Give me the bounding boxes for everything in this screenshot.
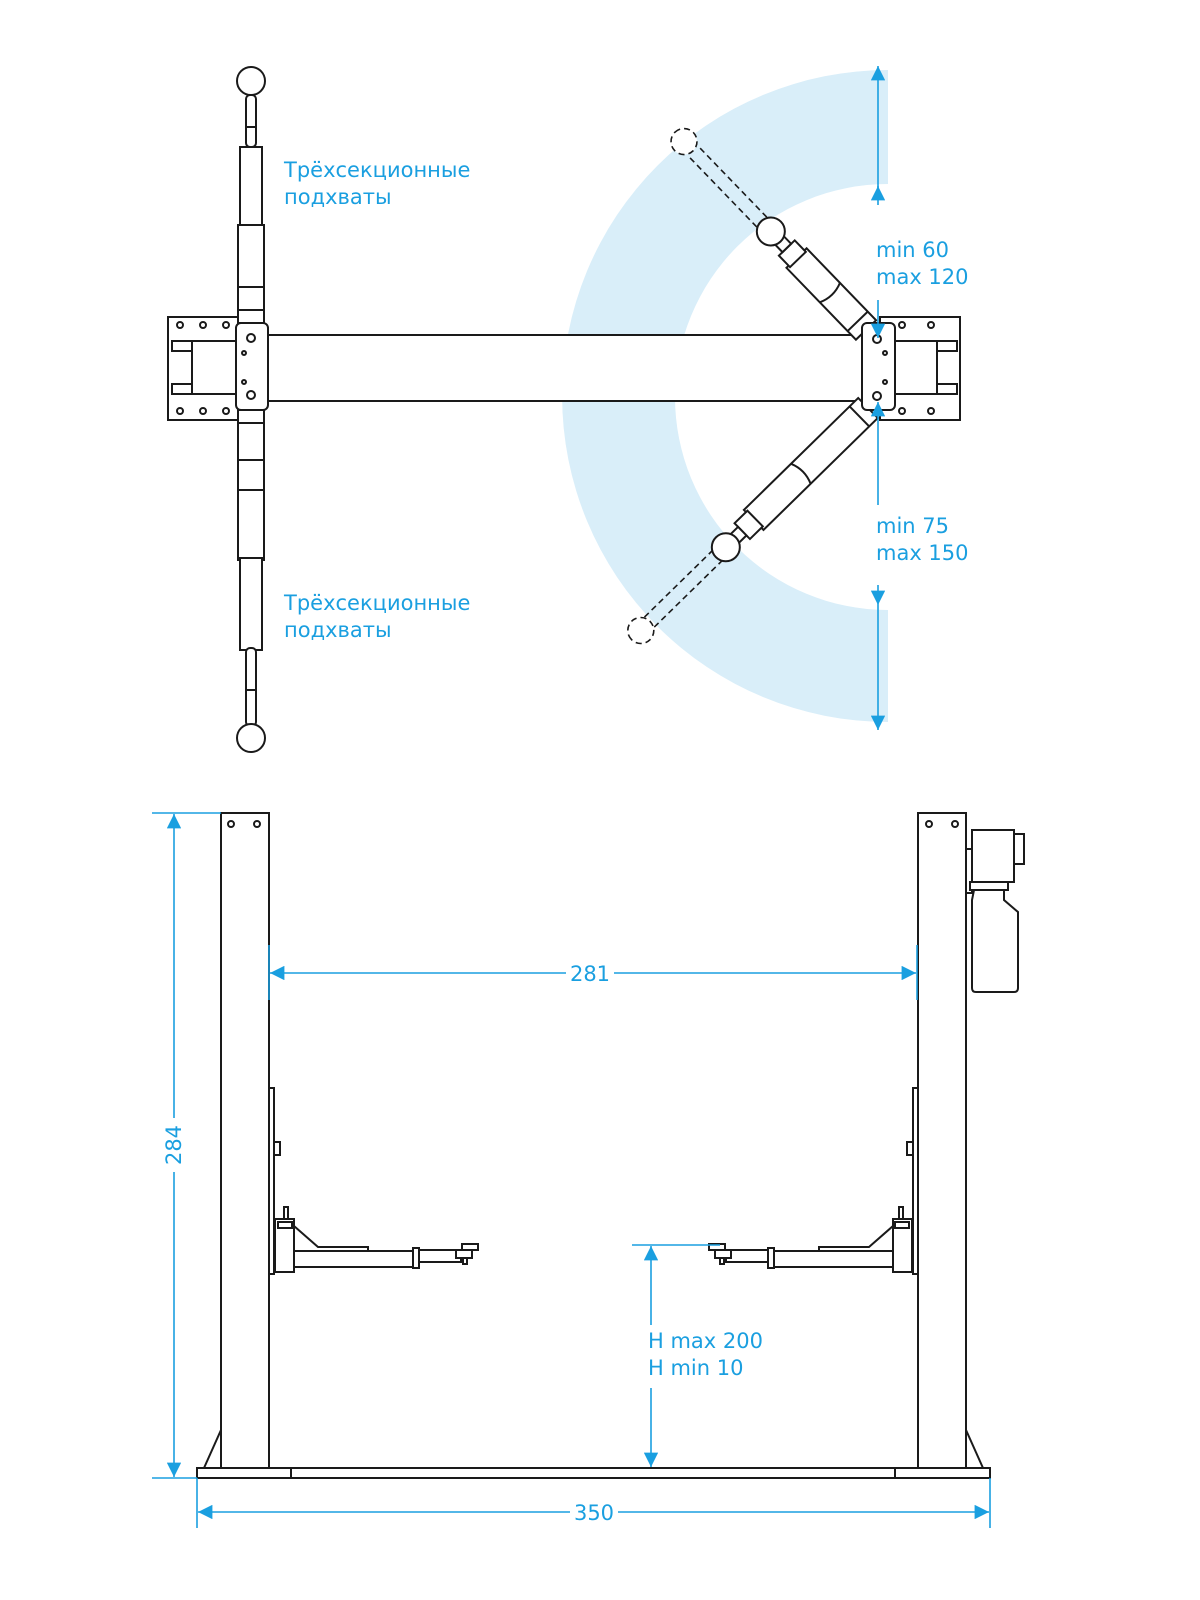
lift-height-dimension bbox=[632, 1244, 720, 1467]
arm-swing-area bbox=[562, 70, 888, 722]
lift-height-min: H min 10 bbox=[648, 1356, 743, 1380]
base-plate bbox=[196, 1429, 991, 1479]
right-lift-carriage bbox=[708, 1087, 919, 1275]
long-arm-max: max 150 bbox=[876, 541, 969, 565]
left-post-plate bbox=[167, 316, 241, 421]
left-lift-carriage bbox=[268, 1087, 479, 1275]
arm-label-upper-line1: Трёхсекционные bbox=[283, 158, 470, 182]
lift-height-max: H max 200 bbox=[648, 1329, 763, 1353]
right-column bbox=[917, 812, 967, 1469]
short-arm-min: min 60 bbox=[876, 238, 949, 262]
crossbeam bbox=[264, 334, 864, 402]
arm-label-lower-line1: Трёхсекционные bbox=[283, 591, 470, 615]
hydraulic-power-unit bbox=[965, 829, 1025, 993]
inner-width-dimension bbox=[268, 945, 918, 1000]
left-column bbox=[220, 812, 270, 1469]
left-upper-arm bbox=[236, 66, 266, 324]
total-width-value: 350 bbox=[574, 1501, 614, 1525]
arm-label-lower-line2: подхваты bbox=[284, 618, 392, 642]
left-carriage bbox=[235, 322, 269, 411]
left-lower-arm bbox=[236, 409, 266, 753]
total-height-value: 284 bbox=[162, 1125, 186, 1165]
long-arm-min: min 75 bbox=[876, 514, 949, 538]
arm-label-upper-line2: подхваты bbox=[284, 185, 392, 209]
short-arm-max: max 120 bbox=[876, 265, 969, 289]
total-width-dimension bbox=[196, 1478, 991, 1528]
total-height-dimension bbox=[152, 812, 221, 1479]
inner-width-value: 281 bbox=[570, 962, 610, 986]
